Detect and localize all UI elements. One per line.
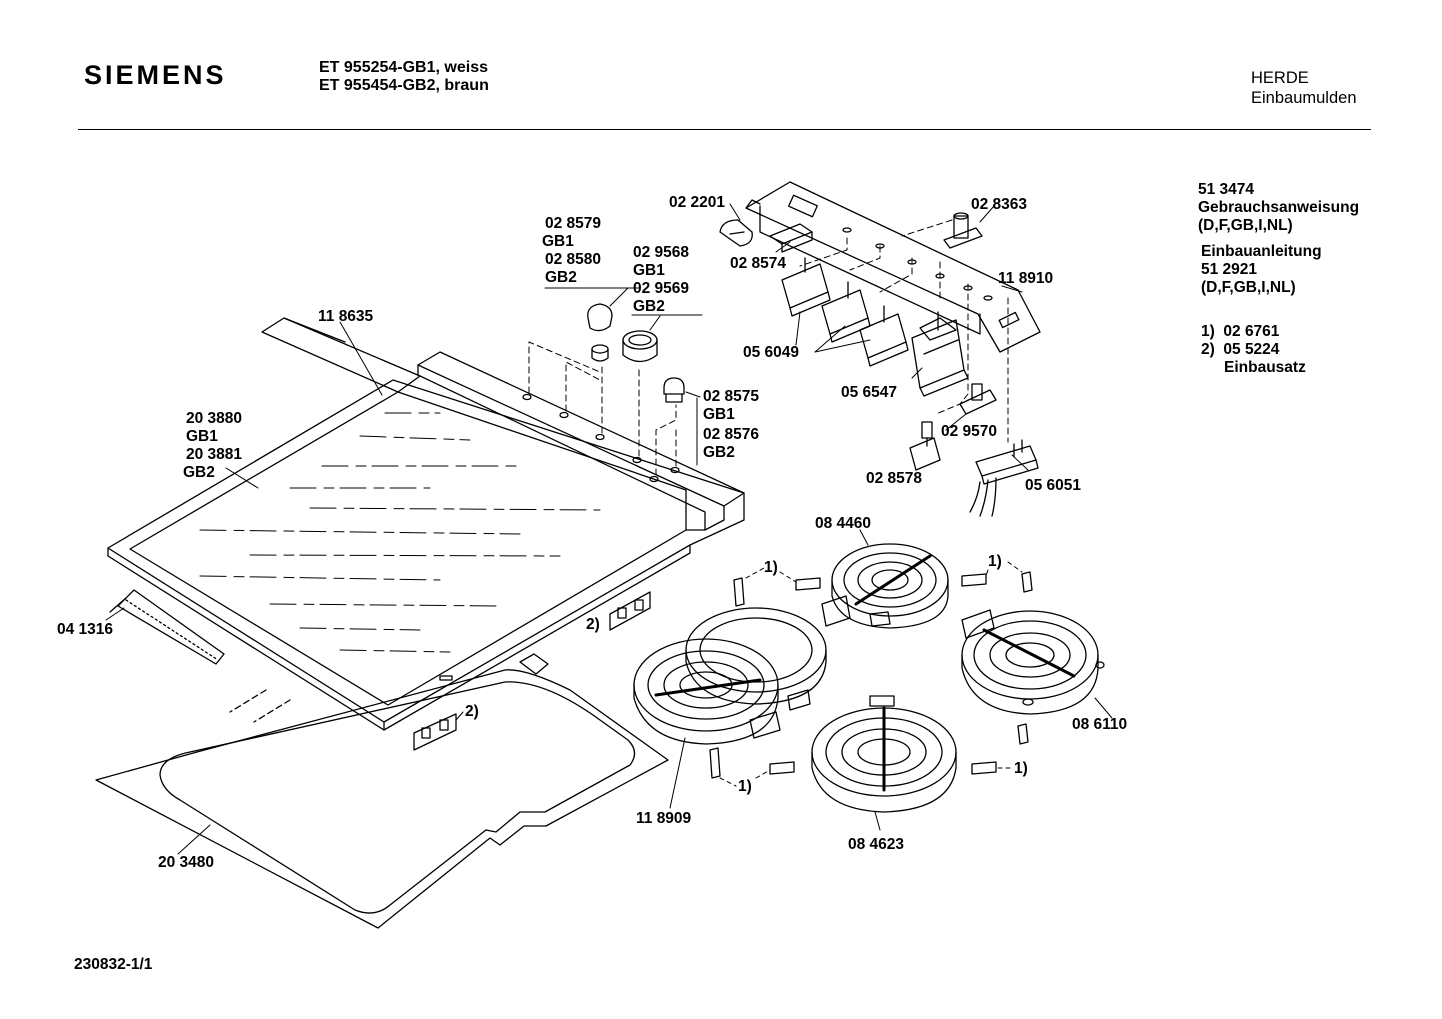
part-028579-label: 02 8579 bbox=[545, 215, 602, 232]
switch-bracket-part bbox=[745, 181, 1041, 353]
footnote-1: 1) 02 6761 bbox=[1201, 323, 1280, 340]
category-subtitle: Einbaumulden bbox=[1251, 89, 1357, 107]
footnote-2: 2) 05 5224 bbox=[1201, 341, 1280, 358]
energy-regulator-part bbox=[781, 257, 909, 367]
variant-gb2-label: GB2 bbox=[633, 298, 665, 315]
part-028575-label: 02 8575 bbox=[703, 388, 760, 405]
part-203480-label: 20 3480 bbox=[158, 854, 215, 871]
part-028363-label: 02 8363 bbox=[971, 196, 1028, 213]
clip-leader-lines bbox=[719, 561, 1023, 787]
heating-element-part bbox=[811, 695, 957, 813]
manual-number: 51 3474 bbox=[1198, 181, 1255, 198]
mounting-bracket-part bbox=[413, 591, 651, 751]
install-number: 51 2921 bbox=[1201, 261, 1258, 278]
terminal-block-part bbox=[969, 439, 1039, 517]
fixing-clip-part bbox=[709, 571, 1033, 779]
sealing-strip-part bbox=[109, 589, 225, 665]
part-028576-label: 02 8576 bbox=[703, 426, 760, 443]
brand-logo: SIEMENS bbox=[84, 60, 227, 90]
part-203881-label: 20 3881 bbox=[186, 446, 243, 463]
variant-gb1-label: GB1 bbox=[542, 233, 574, 250]
part-118910-label: 11 8910 bbox=[998, 270, 1054, 287]
heating-element-part bbox=[961, 609, 1105, 715]
part-029570-label: 02 9570 bbox=[941, 423, 998, 440]
indicator-lamp-part bbox=[909, 383, 997, 471]
manual-languages: (D,F,GB,I,NL) bbox=[1198, 217, 1293, 234]
part-056051-label: 05 6051 bbox=[1025, 477, 1082, 494]
install-title: Einbauanleitung bbox=[1201, 243, 1322, 260]
manual-title: Gebrauchsanweisung bbox=[1198, 199, 1360, 216]
part-084460-label: 08 4460 bbox=[815, 515, 872, 532]
heating-element-part bbox=[821, 543, 949, 629]
variant-gb2-label: GB2 bbox=[545, 269, 577, 286]
part-029569-label: 02 9569 bbox=[633, 280, 690, 297]
part-022201-label: 02 2201 bbox=[669, 194, 726, 211]
control-knob-part bbox=[587, 303, 685, 403]
part-084623-label: 08 4623 bbox=[848, 836, 905, 853]
footnote-2-name: Einbausatz bbox=[1224, 359, 1306, 376]
part-056049-label: 05 6049 bbox=[743, 344, 800, 361]
model-line-2: ET 955454-GB2, braun bbox=[319, 77, 489, 94]
label-leader-lines bbox=[105, 203, 1113, 855]
footnote-ref-2: 2) bbox=[465, 703, 479, 720]
part-086110-label: 08 6110 bbox=[1072, 716, 1128, 733]
part-028580-label: 02 8580 bbox=[545, 251, 602, 268]
part-028574-label: 02 8574 bbox=[730, 255, 787, 272]
variant-gb1-label: GB1 bbox=[703, 406, 735, 423]
part-029568-label: 02 9568 bbox=[633, 244, 690, 261]
header-divider bbox=[78, 129, 1371, 130]
part-028578-label: 02 8578 bbox=[866, 470, 923, 487]
footnote-ref-2: 2) bbox=[586, 616, 600, 633]
variant-gb2-label: GB2 bbox=[183, 464, 215, 481]
drawing-number: 230832-1/1 bbox=[74, 956, 153, 973]
rotary-switch-part bbox=[911, 311, 969, 397]
assembly-leader-lines bbox=[528, 219, 1009, 476]
small-switch-parts bbox=[719, 212, 983, 253]
footnote-ref-1: 1) bbox=[988, 553, 1002, 570]
install-languages: (D,F,GB,I,NL) bbox=[1201, 279, 1296, 296]
part-203880-label: 20 3880 bbox=[186, 410, 243, 427]
variant-gb1-label: GB1 bbox=[633, 262, 665, 279]
footnote-ref-1: 1) bbox=[1014, 760, 1028, 777]
hob-plate-part bbox=[107, 351, 745, 731]
model-line-1: ET 955254-GB1, weiss bbox=[319, 59, 488, 76]
dual-heating-element-part bbox=[633, 607, 827, 745]
footnote-ref-1: 1) bbox=[738, 778, 752, 795]
gasket-frame-part bbox=[95, 669, 669, 929]
part-118635-label: 11 8635 bbox=[318, 308, 374, 325]
category-title: HERDE bbox=[1251, 69, 1309, 87]
variant-gb2-label: GB2 bbox=[703, 444, 735, 461]
variant-gb1-label: GB1 bbox=[186, 428, 218, 445]
part-118909-label: 11 8909 bbox=[636, 810, 692, 827]
part-041316-label: 04 1316 bbox=[57, 621, 114, 638]
part-056547-label: 05 6547 bbox=[841, 384, 898, 401]
footnote-ref-1: 1) bbox=[764, 559, 778, 576]
